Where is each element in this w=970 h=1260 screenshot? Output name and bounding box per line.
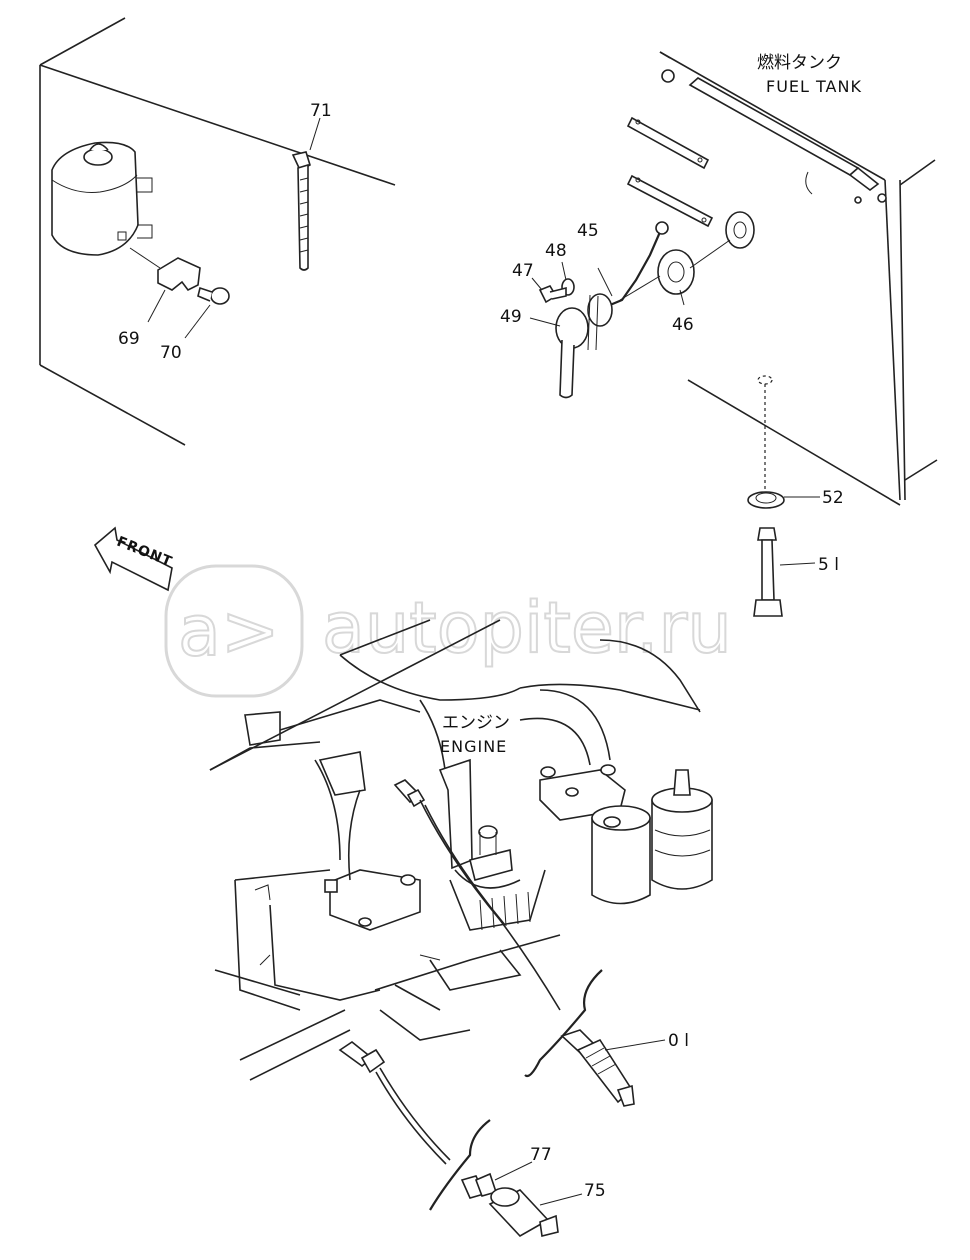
temp-sensor-top xyxy=(393,779,561,1011)
watermark-text: autopiter.ru xyxy=(322,587,732,669)
part-number-51: 5 l xyxy=(818,555,839,575)
engine-jp-label: エンジン xyxy=(442,713,510,733)
watermark: a> autopiter.ru xyxy=(164,564,733,698)
fuel-tank-jp-label: 燃料タンク xyxy=(757,53,842,73)
fuel-tank xyxy=(626,51,938,506)
bolt-part-47 xyxy=(531,277,567,304)
fuel-tank-en-label: FUEL TANK xyxy=(766,77,862,96)
sensor-part-01 xyxy=(560,1029,666,1107)
drain-plug-part-52 xyxy=(747,375,820,509)
cable-tie-part-71 xyxy=(291,117,321,271)
part-number-75: 75 xyxy=(584,1181,606,1201)
cover-part-49 xyxy=(529,307,589,399)
part-number-77: 77 xyxy=(530,1145,552,1165)
clip-part-69 xyxy=(129,247,201,292)
part-number-48: 48 xyxy=(545,241,567,261)
break-line-77 xyxy=(429,1119,491,1211)
front-arrow-icon: FRONT xyxy=(93,526,175,592)
left-panel xyxy=(39,17,396,446)
part-number-52: 52 xyxy=(822,488,844,508)
reservoir-tank xyxy=(51,141,153,256)
part-number-69: 69 xyxy=(118,329,140,349)
fitting-part-77 xyxy=(460,1161,533,1199)
drain-valve-part-51 xyxy=(753,527,816,617)
switch-part-75 xyxy=(488,1187,583,1238)
break-line-01 xyxy=(524,969,603,1078)
part-number-70: 70 xyxy=(160,343,182,363)
oil-sensor-bottom xyxy=(338,1041,451,1165)
part-number-49: 49 xyxy=(500,307,522,327)
part-number-45: 45 xyxy=(577,221,599,241)
engine-en-label: ENGINE xyxy=(440,737,507,756)
bolt-part-70 xyxy=(197,286,230,305)
part-number-71: 71 xyxy=(310,101,332,121)
watermark-logo-text: a> xyxy=(178,590,280,672)
engine xyxy=(209,619,713,1081)
part-number-47: 47 xyxy=(512,261,534,281)
fuel-sender-part-45 xyxy=(587,221,669,351)
gasket-part-46 xyxy=(619,211,755,306)
part-number-46: 46 xyxy=(672,315,694,335)
part-number-01: 0 l xyxy=(668,1031,689,1051)
